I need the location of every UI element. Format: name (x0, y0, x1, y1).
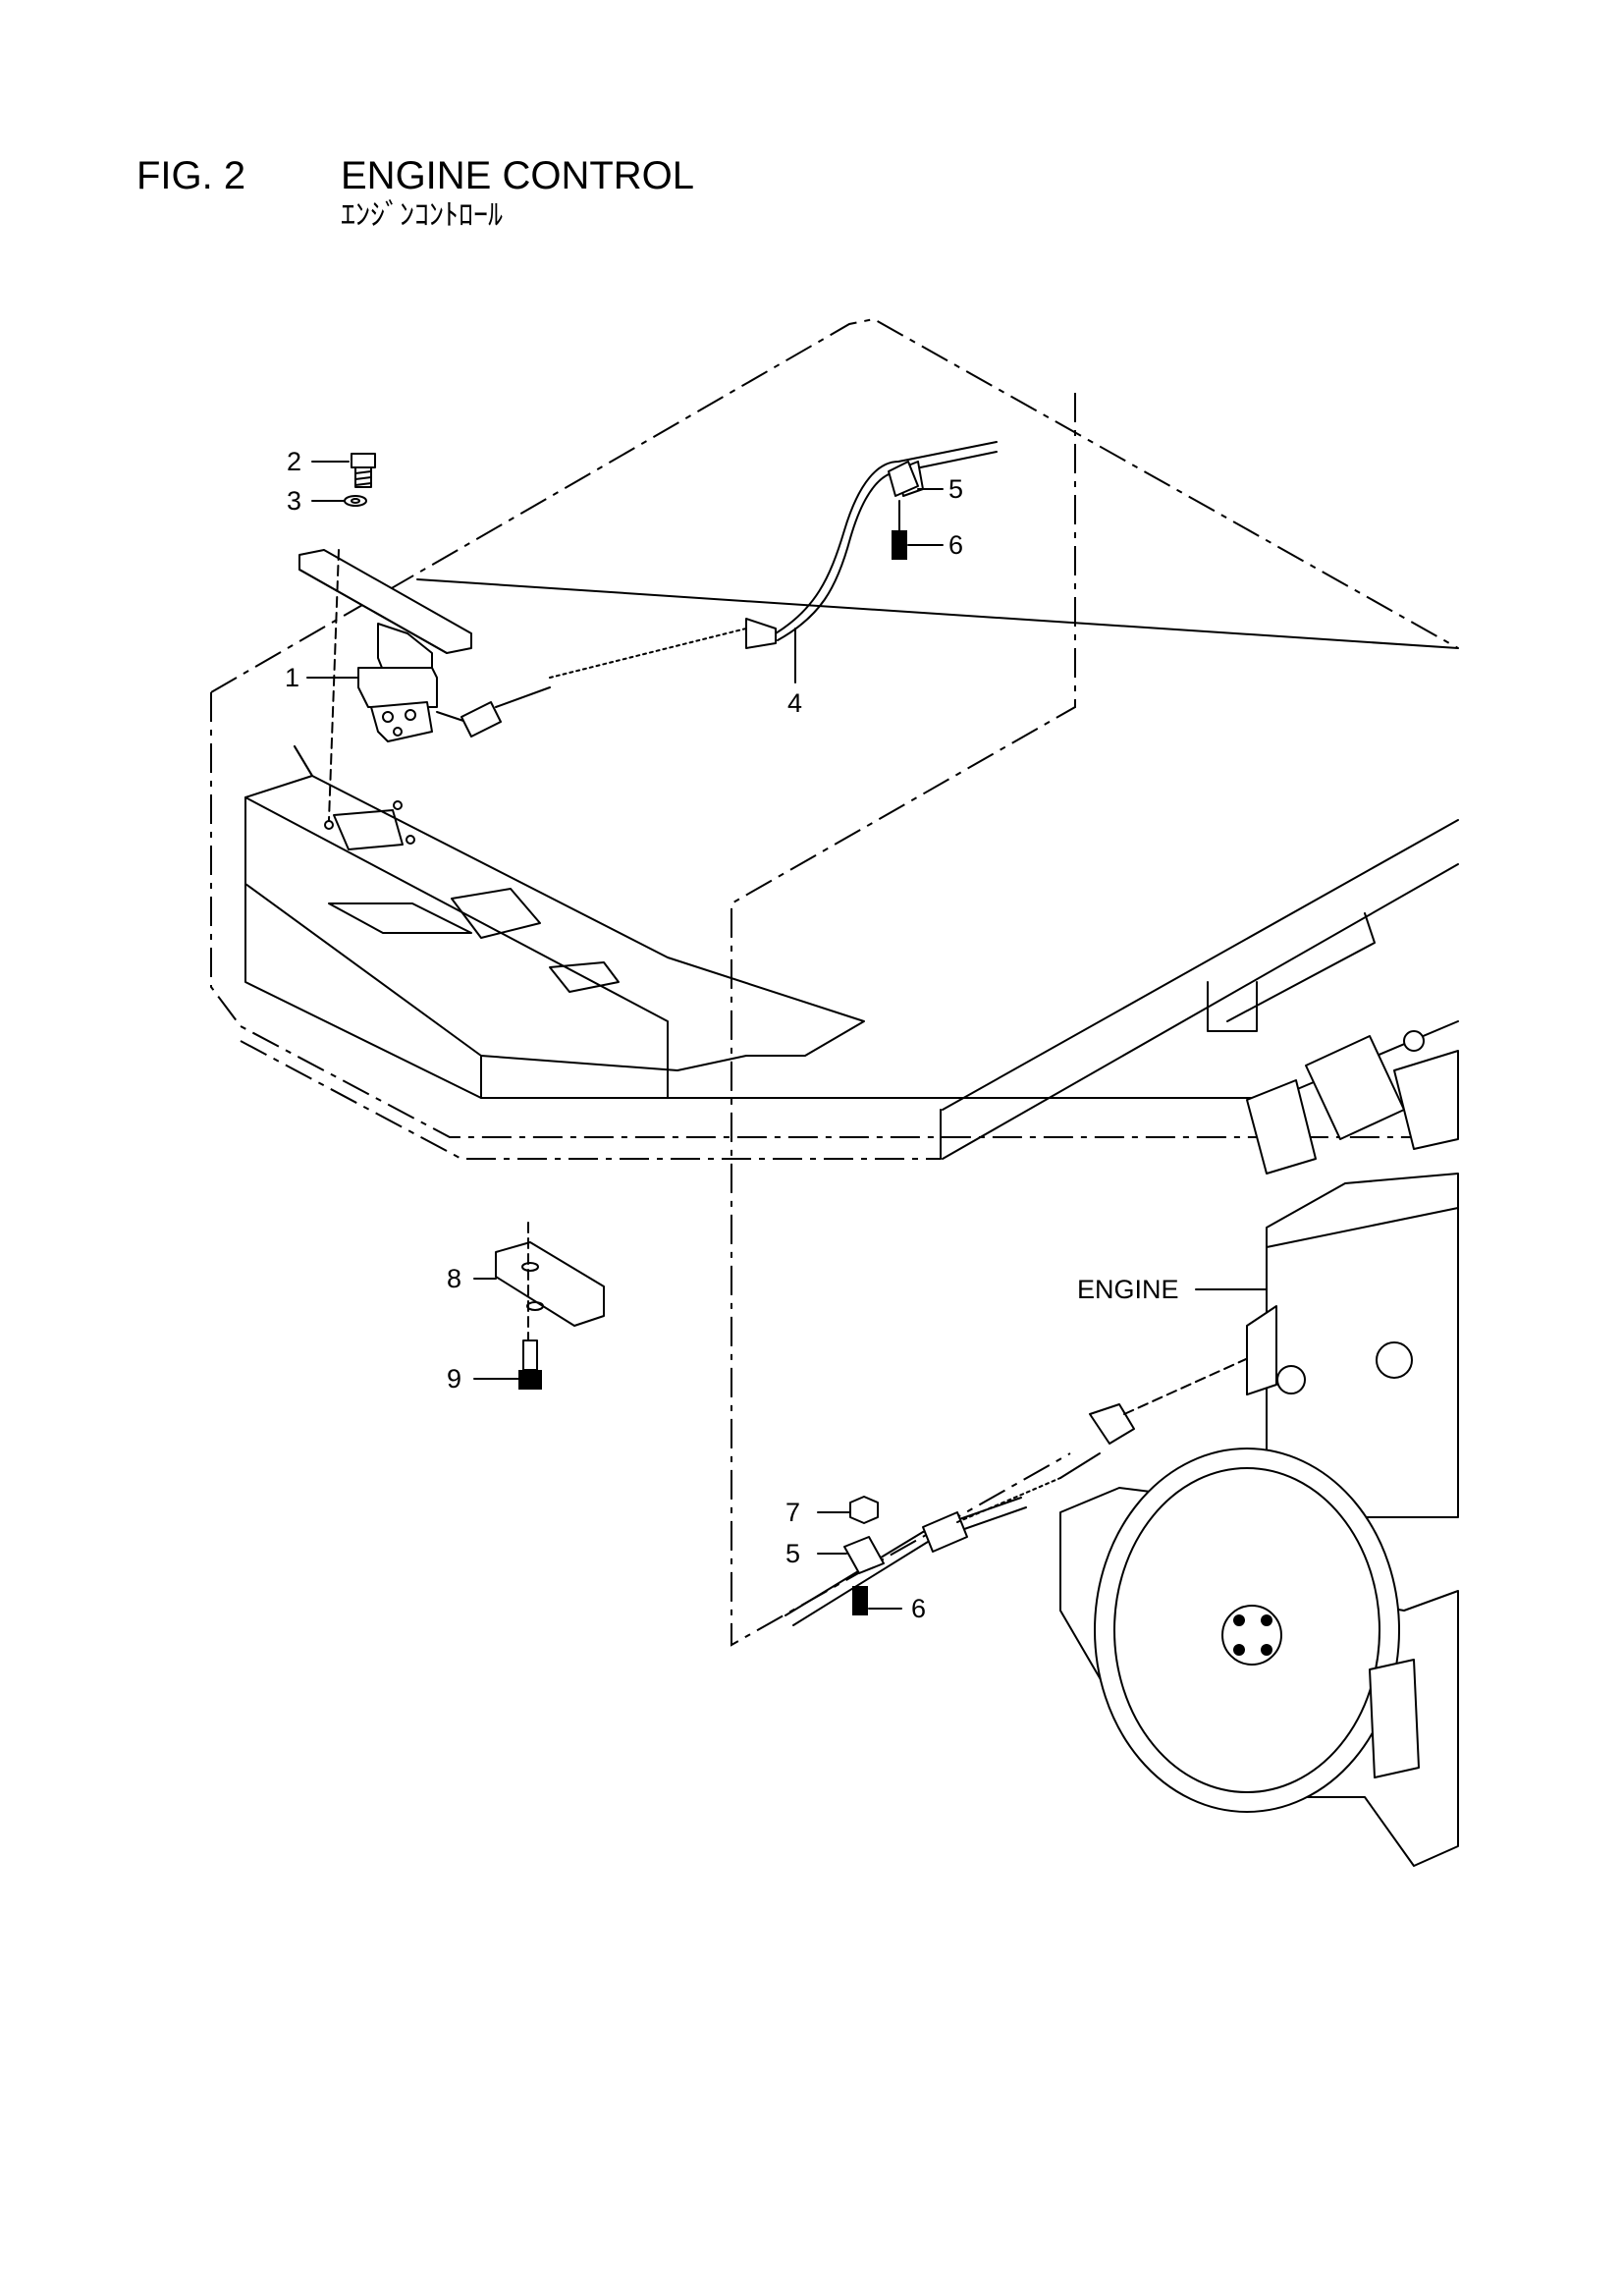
callout-engine: ENGINE (1077, 1275, 1179, 1304)
figure-label: FIG. 2 (136, 154, 246, 197)
callout-3: 3 (287, 486, 301, 516)
callout-7: 7 (785, 1498, 800, 1527)
callout-6-bottom: 6 (911, 1594, 926, 1623)
bracket-part-8 (495, 1222, 605, 1371)
phantom-body-outline (210, 317, 1459, 1647)
cable-clip-bottom (843, 1536, 885, 1574)
figure-title-japanese: ｴﾝｼﾞﾝｺﾝﾄﾛｰﾙ (341, 198, 503, 233)
screw-bottom (852, 1586, 868, 1615)
washer-part-3 (344, 495, 367, 507)
callout-6-top: 6 (948, 530, 963, 560)
screw-top (892, 500, 907, 560)
cable-clip-top (888, 461, 919, 497)
callout-1: 1 (285, 663, 299, 692)
accelerator-pedal-assembly (298, 549, 472, 821)
callout-5-bottom: 5 (785, 1539, 800, 1568)
bolt-part-2 (351, 453, 376, 488)
nut-part-7 (849, 1496, 879, 1524)
callout-5-top: 5 (948, 474, 963, 504)
callout-4: 4 (787, 688, 802, 718)
callout-9: 9 (447, 1364, 461, 1394)
callout-8: 8 (447, 1264, 461, 1293)
throttle-cable-upper (460, 441, 998, 738)
figure-title: ENGINE CONTROL (341, 154, 695, 197)
callout-leaders (306, 461, 1268, 1610)
callout-2: 2 (287, 447, 301, 476)
throttle-cable-lower (784, 1344, 1277, 1626)
bolt-part-9 (518, 1339, 542, 1390)
engine-partial (1059, 1030, 1459, 1867)
